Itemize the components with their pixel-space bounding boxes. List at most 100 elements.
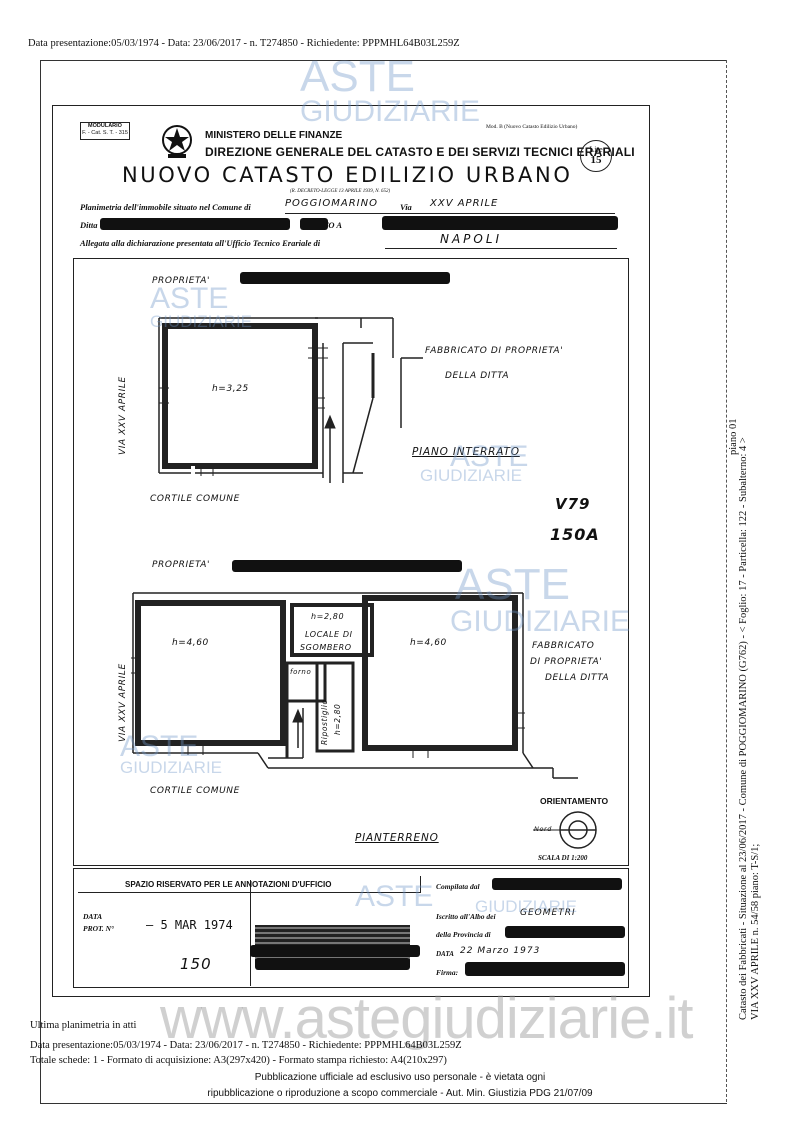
- provincia-label: della Provincia di: [436, 930, 491, 939]
- watermark-giudiziarie-2: GIUDIZIARIE: [150, 312, 253, 331]
- orientamento-label: ORIENTAMENTO: [540, 796, 609, 806]
- republic-emblem-icon: [162, 125, 192, 158]
- fabbricato-label-2: FABBRICATO: [532, 641, 595, 651]
- firma-label: Firma:: [436, 968, 459, 977]
- watermark-aste-5: ASTE: [120, 730, 199, 763]
- floor-plan-drawing: [131, 317, 597, 849]
- annotation-prot-label: PROT. N°: [83, 924, 115, 933]
- lire-stamp: Lire 15: [580, 140, 612, 172]
- ditta-label: Ditta: [80, 220, 98, 230]
- room-height-right: h=4,60: [410, 638, 447, 648]
- room-height-left: h=4,60: [172, 638, 209, 648]
- della-ditta-label-1: DELLA DITTA: [445, 371, 510, 381]
- room-height-ripostiglio: h=2,80: [333, 703, 342, 735]
- form-title: NUOVO CATASTO EDILIZIO URBANO: [122, 163, 573, 187]
- modulario-label: MODULARIO: [88, 123, 122, 129]
- cortile-label-1: CORTILE COMUNE: [150, 494, 240, 504]
- header-line: Data presentazione:05/03/1974 - Data: 23…: [28, 38, 460, 49]
- allegata-underline: [385, 247, 617, 249]
- iscritto-label: Iscritto all'Albo dei: [436, 912, 496, 921]
- footer-ultima: Ultima planimetria in atti: [30, 1020, 137, 1031]
- locale-label: LOCALE DI: [305, 630, 353, 639]
- nord-label: Nord: [534, 825, 553, 833]
- sheet-border: [40, 60, 727, 1104]
- watermark-aste-6: ASTE: [355, 880, 434, 913]
- site-watermark: www.astegiudiziarie.it: [160, 986, 693, 1051]
- room-height-locale: h=2,80: [311, 612, 345, 621]
- direzione-label: DIREZIONE GENERALE DEL CATASTO E DEI SER…: [205, 145, 635, 159]
- footer-publication-1: Pubblicazione ufficiale ad esclusivo uso…: [254, 1072, 546, 1083]
- comune-value: POGGIOMARINO: [285, 198, 378, 209]
- watermark-aste-4: ASTE: [455, 560, 570, 609]
- side-line-1: Catasto dei Fabbricati - Situazione al 2…: [738, 437, 749, 1020]
- watermark-giudiziarie-5: GIUDIZIARIE: [120, 758, 223, 777]
- planimetria-label: Planimetria dell'immobile situato nel Co…: [80, 202, 251, 212]
- room-height-upper: h=3,25: [212, 384, 249, 394]
- watermark-aste-1: ASTE: [300, 52, 415, 101]
- via-label: Via: [400, 202, 412, 212]
- redaction-ditta: [100, 218, 290, 230]
- redaction-nato: [300, 218, 328, 230]
- side-line-2: VIA XXV APRILE n. 54/58 piano: T-S/1;: [750, 843, 761, 1020]
- redaction-provincia: [505, 926, 625, 938]
- forno-label: forno: [290, 668, 312, 676]
- pianterreno-label: PIANTERRENO: [355, 832, 439, 844]
- redaction-birthplace: [382, 216, 618, 230]
- ministry-label: MINISTERO DELLE FINANZE: [205, 130, 343, 141]
- via-label-vertical-1: VIA XXV APRILE: [118, 376, 128, 455]
- piano-interrato-label: PIANO INTERRATO: [412, 446, 520, 458]
- compilata-label: Compilata dal: [436, 882, 480, 891]
- fabbricato-label-1: FABBRICATO DI PROPRIETA': [425, 346, 564, 356]
- redaction-compilata: [492, 878, 622, 890]
- modulario-box: MODULARIO F. - Cat. S. T. - 315: [80, 122, 130, 140]
- redaction-firma: [465, 962, 625, 976]
- proprieta-label-1: PROPRIETA': [152, 276, 211, 286]
- redaction-proprieta-2: [232, 560, 462, 572]
- redaction-proprieta-1: [240, 272, 450, 284]
- annotation-date-value: 5 MAR 1974: [160, 918, 233, 932]
- annotation-v79: V79: [555, 495, 591, 513]
- allegata-value: NAPOLI: [440, 232, 503, 246]
- mod-b-label: Mod. B (Nuovo Catasto Edilizio Urbano): [486, 124, 578, 130]
- allegata-label: Allegata alla dichiarazione presentata a…: [80, 238, 321, 248]
- annotation-divider: [250, 880, 251, 986]
- footer-publication-2: ripubblicazione o riproduzione a scopo c…: [207, 1088, 593, 1099]
- watermark-giudiziarie-4: GIUDIZIARIE: [450, 605, 631, 638]
- cortile-label-2: CORTILE COMUNE: [150, 786, 240, 796]
- watermark-aste-3: ASTE: [450, 440, 529, 473]
- watermark-giudiziarie-6: GIUDIZIARIE: [475, 897, 578, 916]
- geometri-value: GEOMETRI: [520, 908, 576, 918]
- redaction-stamp-2: [255, 958, 410, 970]
- annotation-150a: 150A: [550, 525, 600, 544]
- side-cadastral-info: Catasto dei Fabbricati - Situazione al 2…: [738, 437, 762, 1020]
- lire-value: 15: [590, 154, 602, 166]
- annotation-data-label: DATA: [83, 912, 103, 921]
- lire-label: Lire: [589, 145, 603, 154]
- form-frame: [52, 105, 650, 997]
- annotation-title: SPAZIO RISERVATO PER LE ANNOTAZIONI D'UF…: [125, 880, 332, 889]
- della-ditta-label-2: DELLA DITTA: [545, 673, 610, 683]
- footer-line-2: Totale schede: 1 - Formato di acquisizio…: [30, 1055, 447, 1066]
- ripostiglio-label: Ripostiglio: [320, 699, 329, 745]
- annotation-title-cell: [78, 876, 421, 893]
- plan-frame: [73, 258, 629, 866]
- scala-label: SCALA DI 1:200: [538, 854, 588, 862]
- di-proprieta-label-2: DI PROPRIETA': [530, 657, 603, 667]
- sgombero-label: SGOMBERO: [300, 643, 352, 652]
- watermark-giudiziarie-3: GIUDIZIARIE: [420, 466, 523, 485]
- sheet-edge-line: [726, 60, 728, 1102]
- data2-label: DATA: [436, 950, 454, 958]
- annotation-date-stamp: – 5 MAR 1974: [146, 918, 233, 932]
- watermark-aste-2: ASTE: [150, 282, 229, 315]
- footer-line-1: Data presentazione:05/03/1974 - Data: 23…: [30, 1040, 462, 1051]
- decreto-label: (R. DECRETO-LEGGE 13 APRILE 1939, N. 652…: [290, 189, 391, 194]
- side-piano-label: piano 01: [728, 418, 739, 455]
- modulario-sub: F. - Cat. S. T. - 315: [82, 130, 128, 136]
- via-value: XXV APRILE: [430, 198, 499, 209]
- data2-value: 22 Marzo 1973: [460, 946, 541, 956]
- planimetria-underline: [285, 212, 615, 214]
- annotation-box: [73, 868, 629, 988]
- watermark-giudiziarie-1: GIUDIZIARIE: [300, 95, 481, 128]
- annotation-number: 150: [180, 955, 212, 973]
- redaction-stamp-1: [250, 945, 420, 957]
